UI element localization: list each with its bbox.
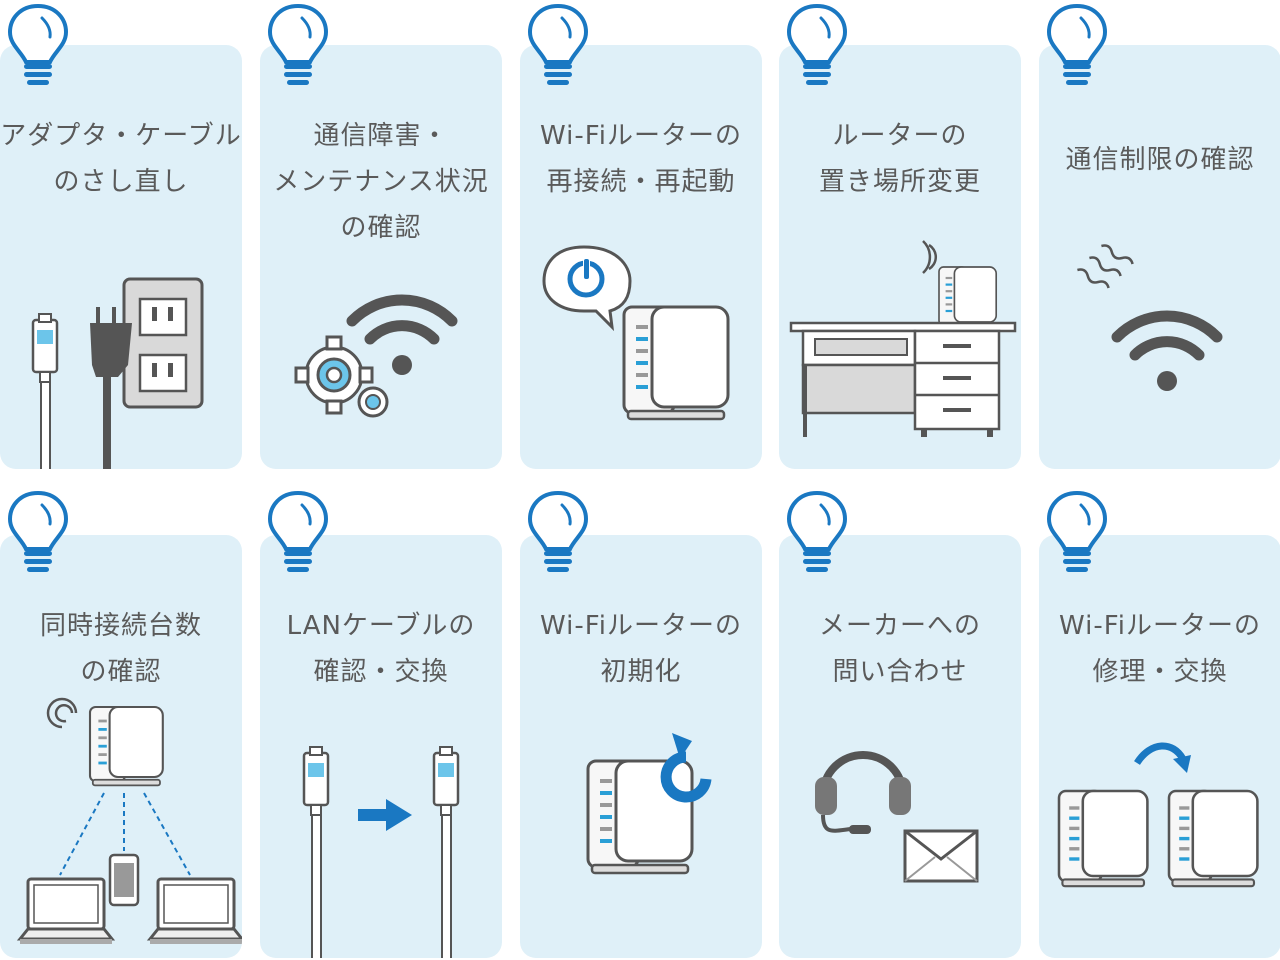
card-title: ルーターの 置き場所変更 xyxy=(818,121,981,197)
router-power-icon xyxy=(542,245,730,421)
card-router-repair[interactable]: Wi-Fiルーターの 修理・交換 xyxy=(1039,535,1280,958)
card-title: アダプタ・ケーブル のさし直し xyxy=(0,121,242,197)
card-title: 通信障害・ メンテナンス状況 の確認 xyxy=(273,121,489,243)
lightbulb-icon xyxy=(528,491,588,574)
lightbulb-icon xyxy=(1047,4,1107,87)
wifi-weak-signal-icon xyxy=(1077,244,1280,469)
router-reset-icon xyxy=(586,733,712,875)
lightbulb-icon xyxy=(528,4,588,87)
lightbulb-icon xyxy=(787,491,847,574)
card-router-restart[interactable]: Wi-Fiルーターの 再接続・再起動 xyxy=(520,45,762,469)
lightbulb-icon xyxy=(1047,491,1107,574)
card-outage-maintenance[interactable]: 通信障害・ メンテナンス状況 の確認 xyxy=(260,45,502,469)
lightbulb-icon xyxy=(268,491,328,574)
lightbulb-icon xyxy=(8,491,68,574)
card-title: Wi-Fiルーターの 再接続・再起動 xyxy=(539,121,743,197)
card-title: 通信制限の確認 xyxy=(1065,145,1255,175)
router-replace-icon xyxy=(1057,742,1259,888)
router-on-desk-icon xyxy=(789,240,1017,437)
wifi-gears-icon xyxy=(294,45,502,418)
card-contact-maker[interactable]: メーカーへの 問い合わせ xyxy=(779,535,1021,958)
lightbulb-icon xyxy=(8,4,68,87)
lightbulb-icon xyxy=(268,4,328,87)
card-adapter-cable[interactable]: アダプタ・ケーブル のさし直し xyxy=(0,45,242,469)
router-devices-icon xyxy=(18,697,242,946)
lightbulb-icon xyxy=(787,4,847,87)
card-router-location[interactable]: ルーターの 置き場所変更 xyxy=(779,45,1021,469)
card-title: 同時接続台数 の確認 xyxy=(39,611,202,687)
card-data-limit[interactable]: 通信制限の確認 xyxy=(1039,45,1280,469)
card-title: Wi-Fiルーターの 修理・交換 xyxy=(1058,611,1262,687)
card-lan-cable[interactable]: LANケーブルの 確認・交換 xyxy=(260,535,502,958)
card-title: Wi-Fiルーターの 初期化 xyxy=(539,611,743,687)
card-router-reset[interactable]: Wi-Fiルーターの 初期化 xyxy=(520,535,762,958)
headset-mail-icon xyxy=(815,751,979,883)
card-title: LANケーブルの 確認・交換 xyxy=(286,611,476,687)
card-title: メーカーへの 問い合わせ xyxy=(818,611,981,687)
card-device-count[interactable]: 同時接続台数 の確認 xyxy=(0,535,242,958)
outlet-and-cables-icon xyxy=(31,277,204,469)
lan-cable-swap-icon xyxy=(302,745,460,958)
